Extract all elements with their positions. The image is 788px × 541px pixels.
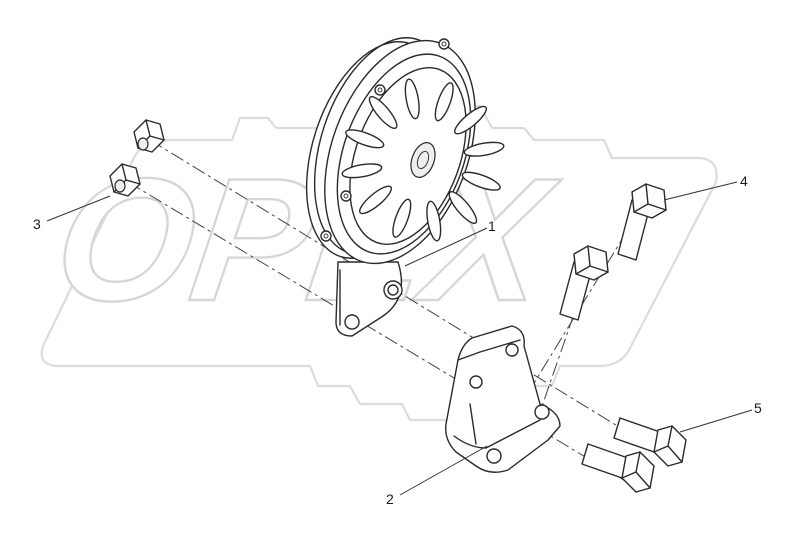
bracket-hole-mid — [469, 375, 483, 389]
horn-center-cap — [410, 142, 436, 178]
callout-1: 1 — [404, 218, 496, 267]
hex-bolt-lower-left — [581, 443, 655, 493]
hex-nut-lower — [109, 163, 141, 197]
bracket-hole-top — [505, 343, 519, 357]
bracket-hole-foot-right — [534, 404, 550, 420]
horn-tab-hole-lower — [344, 314, 360, 330]
callout-label-1: 1 — [488, 218, 496, 234]
horn-grille — [341, 78, 505, 242]
callout-label-3: 3 — [33, 216, 41, 232]
hex-bolt-lower-right — [613, 417, 687, 467]
callout-label-2: 2 — [386, 491, 394, 507]
hex-bolt-upper-left — [559, 245, 609, 321]
callout-label-5: 5 — [754, 400, 762, 416]
callout-5: 5 — [679, 400, 762, 433]
l-bracket — [445, 325, 561, 473]
bracket-hole-foot-left — [486, 448, 502, 464]
hex-nut-upper — [133, 119, 165, 153]
callout-2: 2 — [386, 445, 488, 507]
callout-4: 4 — [663, 173, 748, 201]
horn-bezel-screws — [320, 38, 450, 242]
horn-assembly — [305, 37, 505, 337]
hex-bolt-upper-right — [617, 183, 667, 261]
callout-3: 3 — [33, 195, 111, 232]
watermark-gear — [40, 82, 718, 422]
callout-label-4: 4 — [740, 173, 748, 189]
